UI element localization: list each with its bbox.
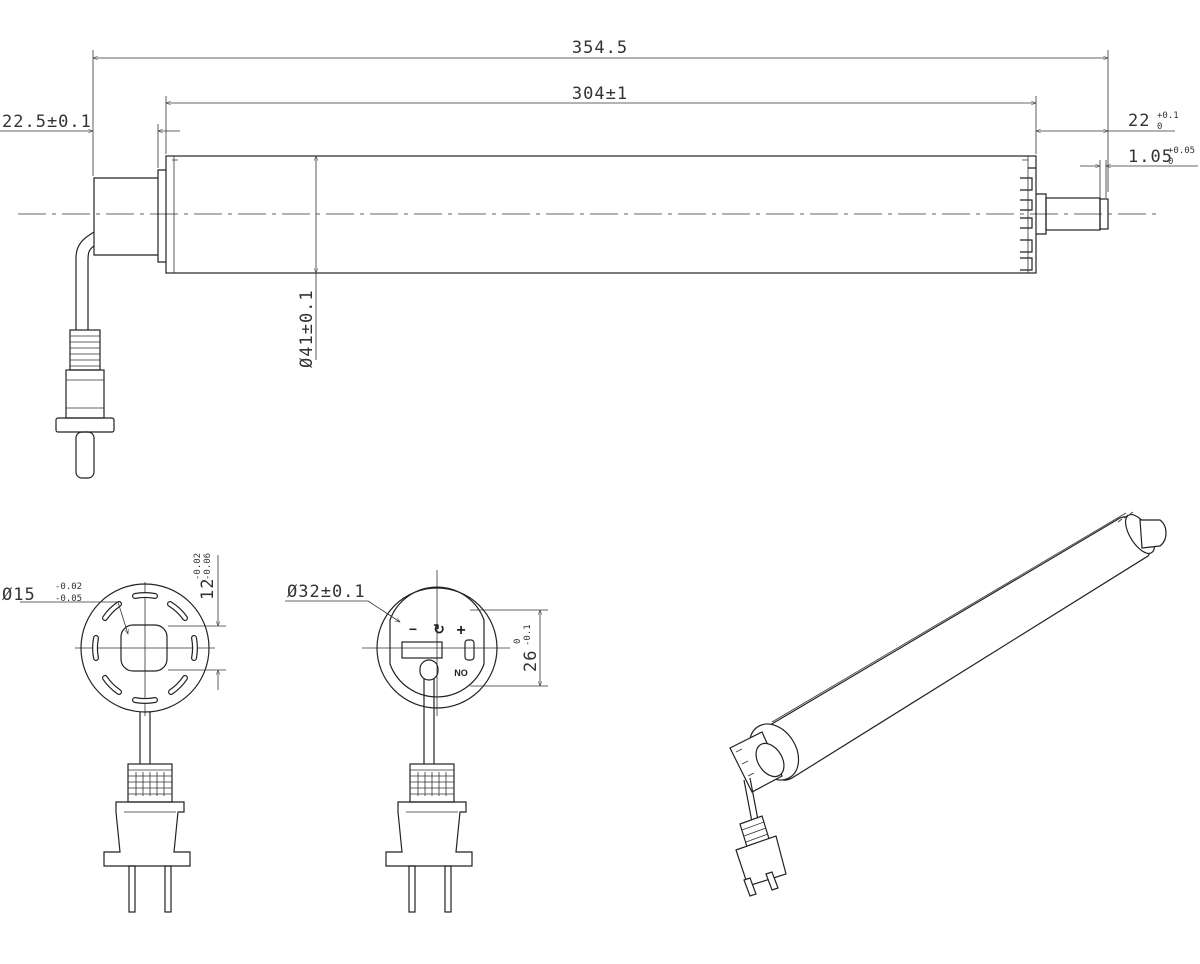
- isometric-view: [729, 511, 1167, 897]
- end-disc: [80, 583, 210, 713]
- no-label: NO: [454, 668, 468, 678]
- tube-diameter-label: Ø41±0.1: [297, 289, 317, 368]
- head-diameter-label: Ø32±0.1: [287, 582, 366, 602]
- shaft-ring: [1099, 198, 1109, 230]
- head-height-label: 26: [521, 650, 541, 672]
- side-view: [18, 155, 1158, 479]
- overall-length-label: 354.5: [572, 38, 628, 58]
- side-dimensions: 354.5 304±1 22.5±0.1 Ø41±0.1 22 +0.1 0 1…: [0, 38, 1198, 368]
- svg-text:+0.1: +0.1: [1157, 111, 1179, 121]
- head-end-dimensions: Ø32±0.1 26 0 -0.1: [285, 582, 548, 687]
- shaft-diameter-label: Ø15: [2, 585, 36, 605]
- tube-body: [165, 155, 1037, 274]
- svg-text:0: 0: [513, 639, 523, 644]
- svg-text:-0.02: -0.02: [193, 553, 203, 580]
- svg-text:-0.1: -0.1: [523, 624, 533, 646]
- iso-head: [729, 731, 783, 793]
- svg-text:0: 0: [1157, 122, 1162, 132]
- cable: [75, 231, 95, 330]
- svg-text:0: 0: [1168, 157, 1173, 167]
- end-plug-1: [103, 763, 191, 913]
- iso-tube: [760, 516, 1153, 781]
- iso-plug: [735, 815, 787, 897]
- plus-symbol: +: [456, 622, 465, 639]
- head-switch-window: [401, 641, 443, 659]
- head-face: [389, 586, 485, 698]
- side-plug: [55, 329, 115, 479]
- shaft-end-dimensions: Ø15 -0.02 -0.05 12 -0.02 -0.06: [2, 553, 226, 690]
- head-collar: [157, 169, 166, 263]
- shaft-length-label: 22: [1128, 111, 1150, 131]
- shaft-end-view: [75, 582, 215, 913]
- iso-shaft: [1139, 519, 1167, 549]
- ring-width-label: 1.05: [1128, 147, 1173, 167]
- svg-text:+0.05: +0.05: [1168, 146, 1195, 156]
- usb-port: [464, 639, 475, 661]
- flat-width-label: 12: [198, 578, 218, 600]
- shaft-section: [120, 624, 168, 672]
- end-plug-2: [385, 763, 473, 913]
- svg-text:-0.06: -0.06: [203, 553, 213, 580]
- minus-symbol: −: [409, 621, 417, 637]
- tube-length-label: 304±1: [572, 84, 628, 104]
- svg-text:-0.02: -0.02: [55, 582, 82, 592]
- head-offset-label: 22.5±0.1: [2, 112, 92, 132]
- head-disc-outer: [376, 587, 498, 709]
- head-block: [93, 177, 158, 256]
- svg-text:-0.05: -0.05: [55, 594, 82, 604]
- crown-notches: [1020, 167, 1036, 271]
- reverse-symbol: ↻: [433, 621, 445, 637]
- head-end-view: − ↻ + NO: [362, 570, 510, 913]
